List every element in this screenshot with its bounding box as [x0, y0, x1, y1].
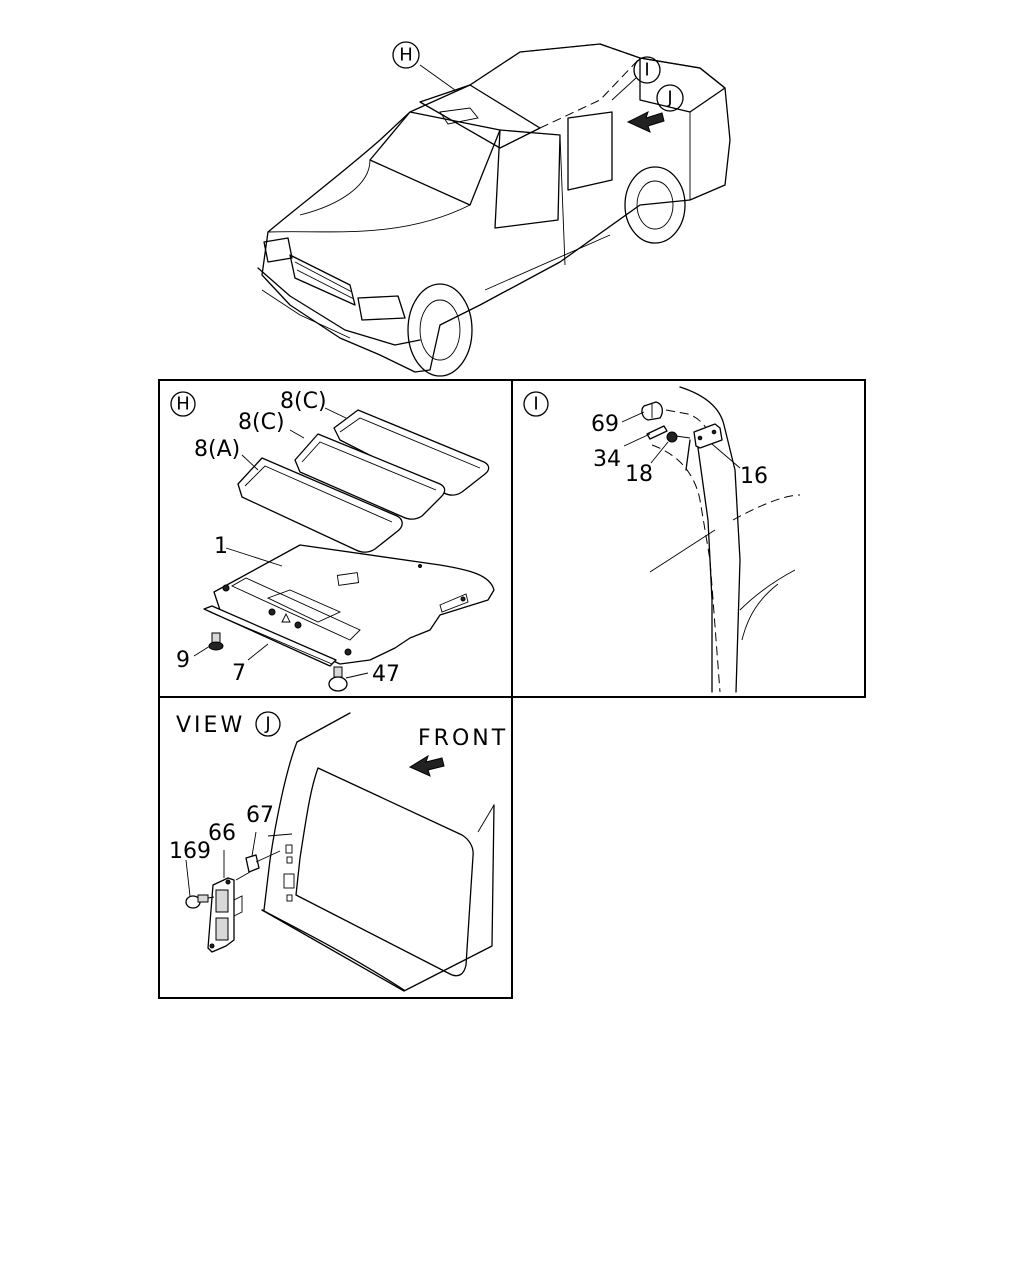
- panel-i: I 69 34 18 16: [523, 386, 801, 693]
- callout-j: J: [656, 84, 684, 112]
- label-7: 7: [232, 661, 246, 686]
- panel-h-tag: H: [176, 394, 190, 415]
- panel-j-tag: J: [264, 714, 270, 735]
- label-34: 34: [593, 447, 621, 472]
- rear-window: [295, 767, 474, 977]
- part-169: [185, 894, 215, 909]
- panel-i-tag: I: [533, 394, 538, 415]
- panel-h-tag-circle: [170, 391, 196, 417]
- label-69: 69: [591, 412, 619, 437]
- part-69: [641, 401, 663, 421]
- pad-8c-mid: [294, 433, 446, 520]
- part-18: [666, 431, 691, 443]
- pad-8c-top: [333, 409, 490, 496]
- callout-i-label: I: [644, 60, 649, 81]
- panel-j: VIEW J FRONT: [169, 711, 508, 992]
- label-9: 9: [176, 648, 190, 673]
- headliner-1: [213, 544, 495, 665]
- callout-i: I: [633, 56, 661, 84]
- label-1: 1: [214, 534, 228, 559]
- label-47: 47: [372, 662, 400, 687]
- part-34: [646, 425, 668, 440]
- callout-h: H: [392, 41, 420, 69]
- panel-j-frame: [158, 696, 513, 999]
- callout-j-label: J: [666, 88, 672, 109]
- front-arrow-icon: [408, 754, 445, 777]
- trim-7: [203, 605, 337, 667]
- truck-overview: [257, 43, 731, 377]
- label-16: 16: [740, 464, 768, 489]
- panel-j-tag-circle: [255, 711, 281, 737]
- clip-47: [328, 666, 348, 692]
- part-67: [245, 850, 281, 873]
- pad-8a: [237, 457, 403, 553]
- label-169: 169: [169, 839, 211, 864]
- front-label: FRONT: [418, 726, 508, 751]
- part-66: [207, 871, 251, 953]
- part-16: [693, 423, 723, 449]
- label-8c-mid: 8(C): [238, 410, 285, 435]
- panel-i-tag-circle: [523, 391, 549, 417]
- label-66: 66: [208, 821, 236, 846]
- label-67: 67: [246, 803, 274, 828]
- panel-h: H: [170, 389, 495, 692]
- screw-9: [208, 632, 224, 651]
- panel-i-frame: [511, 379, 866, 698]
- view-word: VIEW: [176, 713, 245, 738]
- label-18: 18: [625, 462, 653, 487]
- label-8c-top: 8(C): [280, 389, 327, 414]
- callout-h-label: H: [399, 45, 413, 66]
- label-8a: 8(A): [194, 437, 240, 462]
